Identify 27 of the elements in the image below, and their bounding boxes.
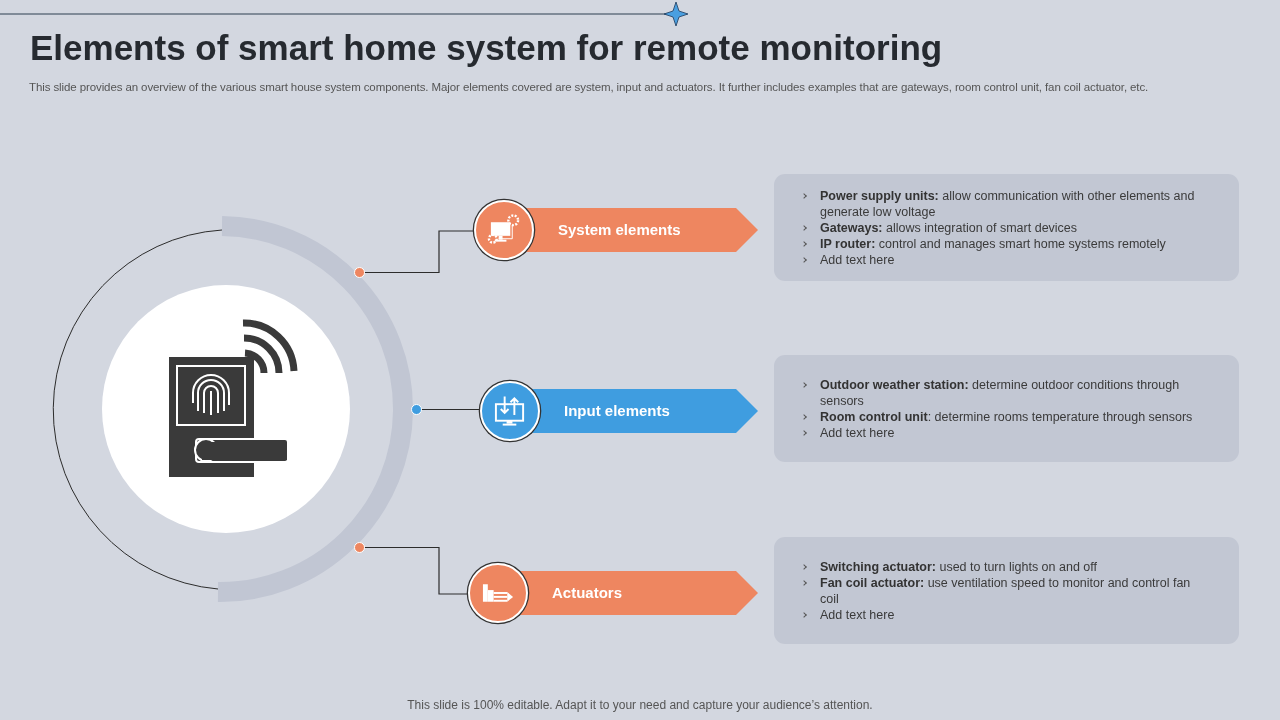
description-panel: [774, 355, 1239, 462]
slide-title: Elements of smart home system for remote monitoring: [30, 28, 943, 68]
connector-dot: [354, 542, 365, 553]
bullet-text: Switching actuator: used to turn lights on and off: [800, 558, 1199, 575]
footer-note: This slide is 100% editable. Adapt it to your need and capture your audience’s attention.: [407, 698, 873, 712]
category-banner: [474, 198, 758, 262]
description-panel: [774, 537, 1239, 644]
banner-title: Input elements: [564, 402, 670, 419]
banner-title: Actuators: [552, 584, 622, 601]
bullet-text: Fan coil actuator: use ventilation speed to monitor and control fan coil: [800, 574, 1199, 607]
connector-line: [421, 408, 481, 411]
connector-line: [364, 230, 475, 274]
connector-line: [364, 546, 469, 595]
connector-dot: [354, 267, 365, 278]
bullet-text: Outdoor weather station: determine outdoor conditions through sensors: [800, 376, 1199, 409]
description-panel: [774, 174, 1239, 281]
bullet-text: Room control unit: determine rooms temperature through sensors: [800, 408, 1199, 425]
category-banner: [480, 379, 758, 443]
banner-title: System elements: [558, 221, 681, 238]
bullet-text: Add text here: [800, 424, 1199, 441]
bullet-text: Add text here: [800, 251, 1199, 268]
connector-dot: [411, 404, 422, 415]
bullet-text: IP router: control and manages smart home systems remotely: [800, 235, 1199, 252]
subtitle-text: This slide provides an overview of the various smart house system components. Major elements covered are system, input and actuators. It further includes examples that are gateways, room control unit, fan coil actuator, etc.: [29, 81, 1149, 93]
category-banner: [468, 561, 758, 625]
bullet-text: Gateways: allows integration of smart devices: [800, 219, 1199, 236]
bullet-text: Add text here: [800, 606, 1199, 623]
